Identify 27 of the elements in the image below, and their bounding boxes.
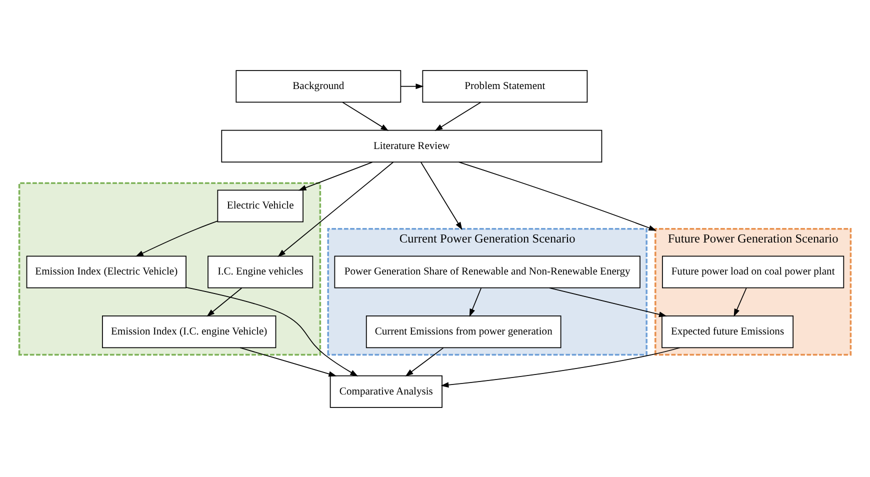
node-box: Emission Index (I.C. engine Vehicle) (102, 315, 276, 348)
arrow (206, 287, 242, 316)
node-box: Comparative Analysis (330, 374, 442, 408)
node-box: I.C. Engine vehicles (208, 255, 314, 288)
arrow (278, 161, 394, 256)
cluster (18, 182, 322, 356)
node-box: Power Generation Share of Renewable and Non-Renewable Energy (334, 255, 640, 288)
node-box: Electric Vehicle (217, 189, 304, 222)
node-box: Expected future Emissions (662, 315, 794, 348)
node-box: Future power load on coal power plant (662, 255, 844, 288)
arrow (342, 101, 389, 130)
node-box: Problem Statement (422, 70, 588, 102)
node-box: Literature Review (221, 129, 602, 162)
arrow (298, 161, 373, 190)
arrow (135, 220, 218, 256)
arrow (469, 287, 482, 316)
node-box: Background (236, 70, 402, 102)
arrow (420, 161, 462, 230)
arrow (400, 83, 424, 89)
arrow (458, 161, 657, 230)
arrow (549, 286, 667, 317)
node-box: Emission Index (Electric Vehicle) (26, 255, 186, 288)
node-box: Current Emissions from power generation (366, 315, 562, 348)
arrow (405, 347, 444, 376)
arrow (734, 287, 747, 316)
arrow (434, 101, 482, 130)
arrow (186, 286, 358, 376)
